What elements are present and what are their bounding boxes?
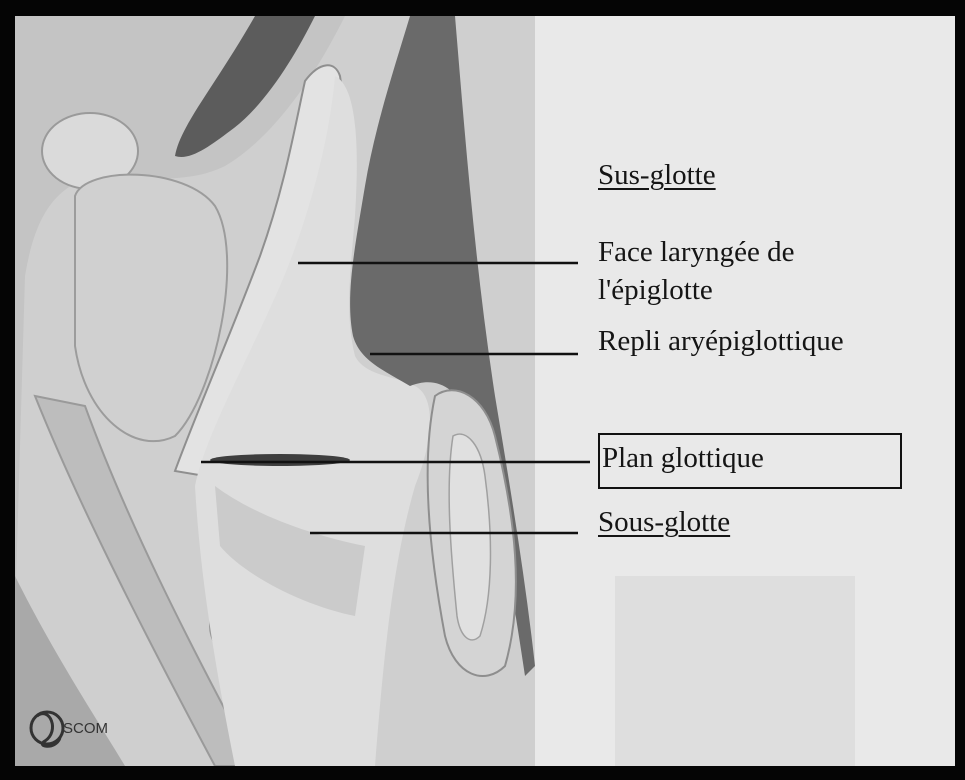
vocal-fold xyxy=(210,454,350,466)
label-sous-glotte: Sous-glotte xyxy=(598,504,730,540)
anatomical-figure: Sus-glotte Face laryngée de l'épiglotte … xyxy=(15,16,955,766)
label-face-laryngee-line2: l'épiglotte xyxy=(598,272,713,308)
faint-panel xyxy=(615,576,855,766)
logo-text: SCOM xyxy=(63,720,108,737)
label-face-laryngee-line1: Face laryngée de xyxy=(598,234,794,270)
label-repli-aryepiglottique: Repli aryépiglottique xyxy=(598,323,844,359)
scom-logo: SCOM xyxy=(23,706,113,756)
label-plan-glottique: Plan glottique xyxy=(602,440,764,476)
larynx-illustration xyxy=(15,16,955,766)
label-sus-glotte: Sus-glotte xyxy=(598,157,716,193)
